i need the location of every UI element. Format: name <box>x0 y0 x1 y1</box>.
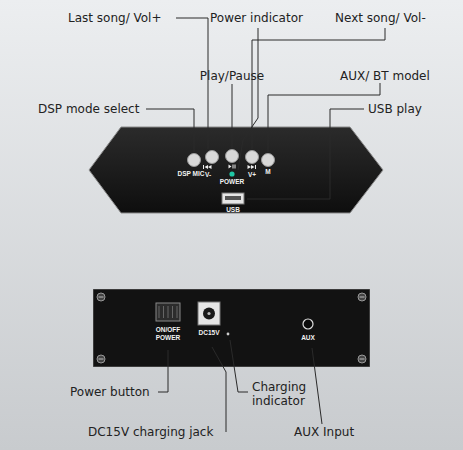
callout-label: Power button <box>70 385 150 399</box>
usb-port <box>222 193 244 204</box>
play-icon <box>229 165 232 169</box>
screw <box>360 359 365 360</box>
next-icon <box>255 165 256 169</box>
switch-label: ON/OFF POWER <box>151 326 185 342</box>
push-button <box>262 154 275 167</box>
power-switch <box>159 306 160 318</box>
jack-label: AUX <box>301 334 315 342</box>
push-button <box>246 151 259 164</box>
callout-label: AUX Input <box>294 425 354 439</box>
screw <box>99 297 104 298</box>
pause-icon <box>233 165 234 169</box>
pause-icon <box>235 165 236 169</box>
push-button <box>188 154 201 167</box>
push-button <box>206 151 219 164</box>
top-control-panel-shape <box>88 126 384 214</box>
callout-label: DC15V charging jack <box>88 425 213 439</box>
callout-label: Charging indicator <box>252 380 316 408</box>
next-icon <box>251 165 255 169</box>
power-switch <box>163 306 164 318</box>
button-label: DSP MIC <box>178 170 205 178</box>
dc-jack <box>203 308 215 320</box>
power-switch <box>168 306 169 318</box>
prev-icon <box>203 165 204 169</box>
callout-label: Last song/ Vol+ <box>68 11 162 25</box>
screw <box>97 293 105 301</box>
screw <box>358 355 366 363</box>
port-label: USB <box>226 206 240 214</box>
usb-port <box>225 196 241 200</box>
power-switch <box>177 306 178 318</box>
button-label: V- <box>205 171 211 179</box>
button-label: POWER <box>220 178 245 186</box>
panel-outline <box>93 289 370 367</box>
power-switch <box>156 303 180 321</box>
charging-led <box>227 333 230 336</box>
screw <box>360 297 365 298</box>
callout-label: USB play <box>368 102 422 116</box>
screw <box>358 293 366 301</box>
power-led <box>229 171 234 176</box>
dc-jack <box>198 302 220 325</box>
screw <box>97 355 105 363</box>
top-control-panel: DSP MICV- POWERV+ M USB <box>88 126 384 214</box>
callout-label: AUX/ BT model <box>340 69 430 83</box>
aux-jack <box>303 319 313 329</box>
rear-panel: ON/OFF POWER DC15V AUX <box>93 289 370 367</box>
callout-label: DSP mode select <box>38 102 139 116</box>
panel-outline <box>89 127 383 213</box>
callout-label: Play/Pause <box>200 69 264 83</box>
button-label: M <box>265 168 270 176</box>
push-button <box>226 150 239 163</box>
callout-label: Power indicator <box>210 11 303 25</box>
rear-panel-shape <box>93 289 370 367</box>
jack-label: DC15V <box>199 329 220 337</box>
prev-icon <box>205 165 209 169</box>
dc-jack <box>207 312 210 315</box>
power-switch <box>172 306 173 318</box>
callout-label: Next song/ Vol- <box>335 11 426 25</box>
button-label: V+ <box>248 171 256 179</box>
next-icon <box>248 165 252 169</box>
prev-icon <box>208 165 212 169</box>
screw <box>99 359 104 360</box>
